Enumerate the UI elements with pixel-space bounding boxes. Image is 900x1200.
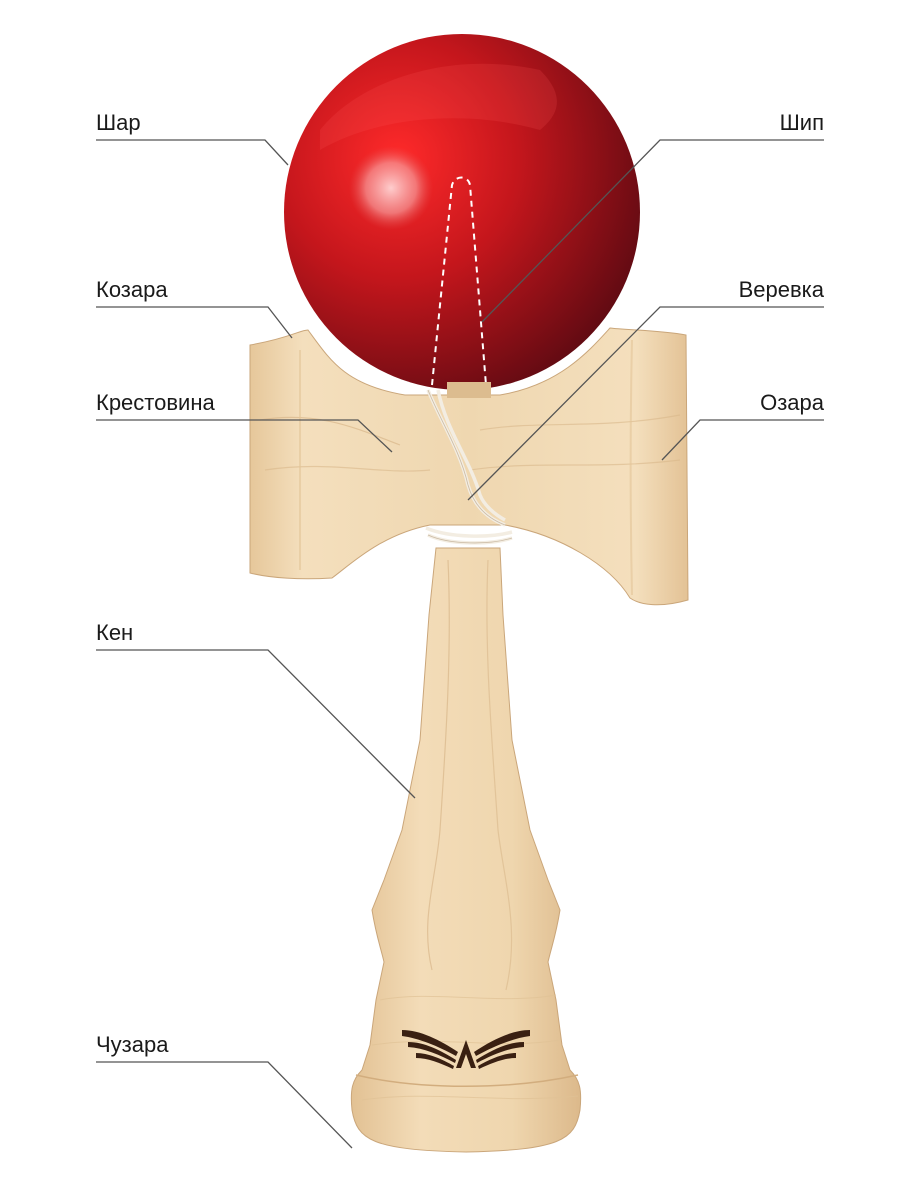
- leader-kozara: [96, 306, 293, 339]
- leader-crosspiece: [96, 419, 393, 453]
- label-crosspiece: Крестовина: [96, 390, 215, 415]
- spike: [447, 382, 491, 398]
- ken-handle: [350, 547, 582, 1153]
- ball: [284, 34, 640, 390]
- leader-ball: [96, 139, 289, 166]
- leader-lines: [96, 139, 824, 1149]
- winged-a-logo-icon: [402, 1030, 530, 1069]
- leader-ken: [96, 649, 416, 799]
- label-spike: Шип: [780, 110, 824, 135]
- label-kozara: Козара: [96, 277, 168, 302]
- label-ken: Кен: [96, 620, 133, 645]
- label-ball: Шар: [96, 110, 141, 135]
- label-chuzara: Чузара: [96, 1032, 169, 1057]
- leader-spike: [481, 139, 824, 323]
- leader-chuzara: [96, 1061, 353, 1149]
- leader-ozara: [661, 419, 824, 461]
- label-string: Веревка: [739, 277, 825, 302]
- label-ozara: Озара: [760, 390, 825, 415]
- leader-string: [467, 306, 824, 501]
